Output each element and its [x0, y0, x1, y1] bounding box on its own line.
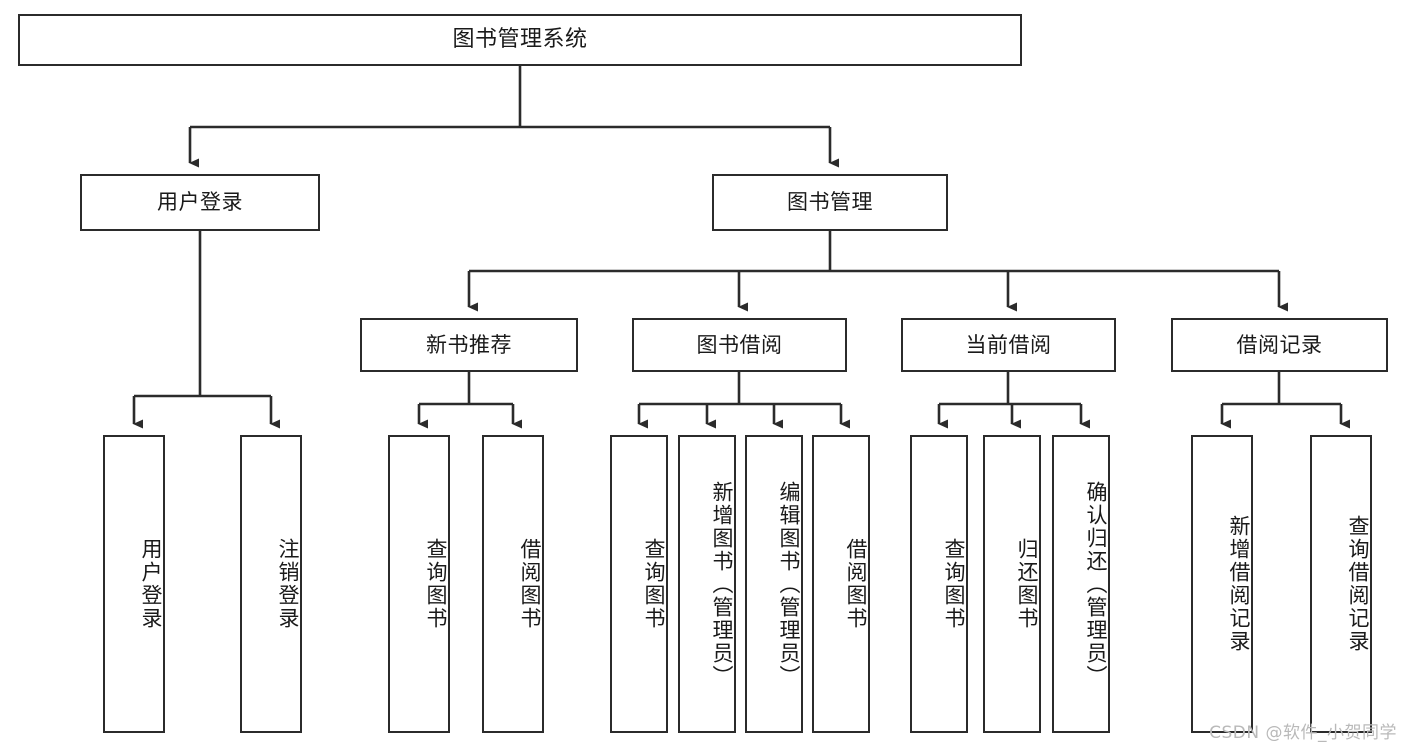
node-label: 当前借阅 — [965, 332, 1052, 357]
node-label: 图书借阅 — [696, 332, 783, 357]
node-book-borrowing[interactable]: 图书借阅 — [632, 318, 847, 372]
node-label: 查询图书 — [642, 538, 666, 630]
node-label: 图书管理系统 — [452, 27, 588, 53]
node-new-book-recommendation[interactable]: 新书推荐 — [360, 318, 578, 372]
node-label: 查询图书 — [942, 538, 966, 630]
node-label: 新增图书（管理员） — [710, 480, 734, 688]
node-label: 确认归还（管理员） — [1084, 480, 1108, 688]
node-label: 借阅图书 — [844, 538, 868, 630]
node-user-login[interactable]: 用户登录 — [80, 174, 320, 231]
node-leaf-confirm-return-admin[interactable]: 确认归还（管理员） — [1052, 435, 1110, 733]
node-leaf-query-book-recommend[interactable]: 查询图书 — [388, 435, 450, 733]
node-root-book-management-system[interactable]: 图书管理系统 — [18, 14, 1022, 66]
node-borrowing-records[interactable]: 借阅记录 — [1171, 318, 1388, 372]
node-leaf-borrow-book-recommend[interactable]: 借阅图书 — [482, 435, 544, 733]
node-label: 借阅记录 — [1236, 332, 1323, 357]
csdn-watermark: CSDN @软件_小贺同学 — [1209, 723, 1397, 743]
node-label: 用户登录 — [157, 190, 243, 215]
node-label: 用户登录 — [139, 538, 163, 630]
node-current-borrowing[interactable]: 当前借阅 — [901, 318, 1116, 372]
node-label: 编辑图书（管理员） — [777, 480, 801, 688]
node-leaf-add-book-admin[interactable]: 新增图书（管理员） — [678, 435, 736, 733]
node-leaf-borrow-book[interactable]: 借阅图书 — [812, 435, 870, 733]
node-leaf-query-book-current[interactable]: 查询图书 — [910, 435, 968, 733]
node-label: 图书管理 — [787, 190, 873, 215]
node-leaf-add-borrowing-record[interactable]: 新增借阅记录 — [1191, 435, 1253, 733]
node-leaf-return-book[interactable]: 归还图书 — [983, 435, 1041, 733]
node-label: 借阅图书 — [518, 538, 542, 630]
node-leaf-edit-book-admin[interactable]: 编辑图书（管理员） — [745, 435, 803, 733]
node-leaf-user-logout[interactable]: 注销登录 — [240, 435, 302, 733]
node-leaf-query-book-borrowing[interactable]: 查询图书 — [610, 435, 668, 733]
node-label: 归还图书 — [1015, 538, 1039, 630]
node-leaf-user-login[interactable]: 用户登录 — [103, 435, 165, 733]
node-label: 查询图书 — [424, 538, 448, 630]
node-label: 新增借阅记录 — [1227, 515, 1251, 653]
node-label: 注销登录 — [276, 538, 300, 630]
node-label: 新书推荐 — [426, 332, 512, 357]
node-leaf-query-borrowing-record[interactable]: 查询借阅记录 — [1310, 435, 1372, 733]
node-label: 查询借阅记录 — [1346, 515, 1370, 653]
node-book-management[interactable]: 图书管理 — [712, 174, 948, 231]
